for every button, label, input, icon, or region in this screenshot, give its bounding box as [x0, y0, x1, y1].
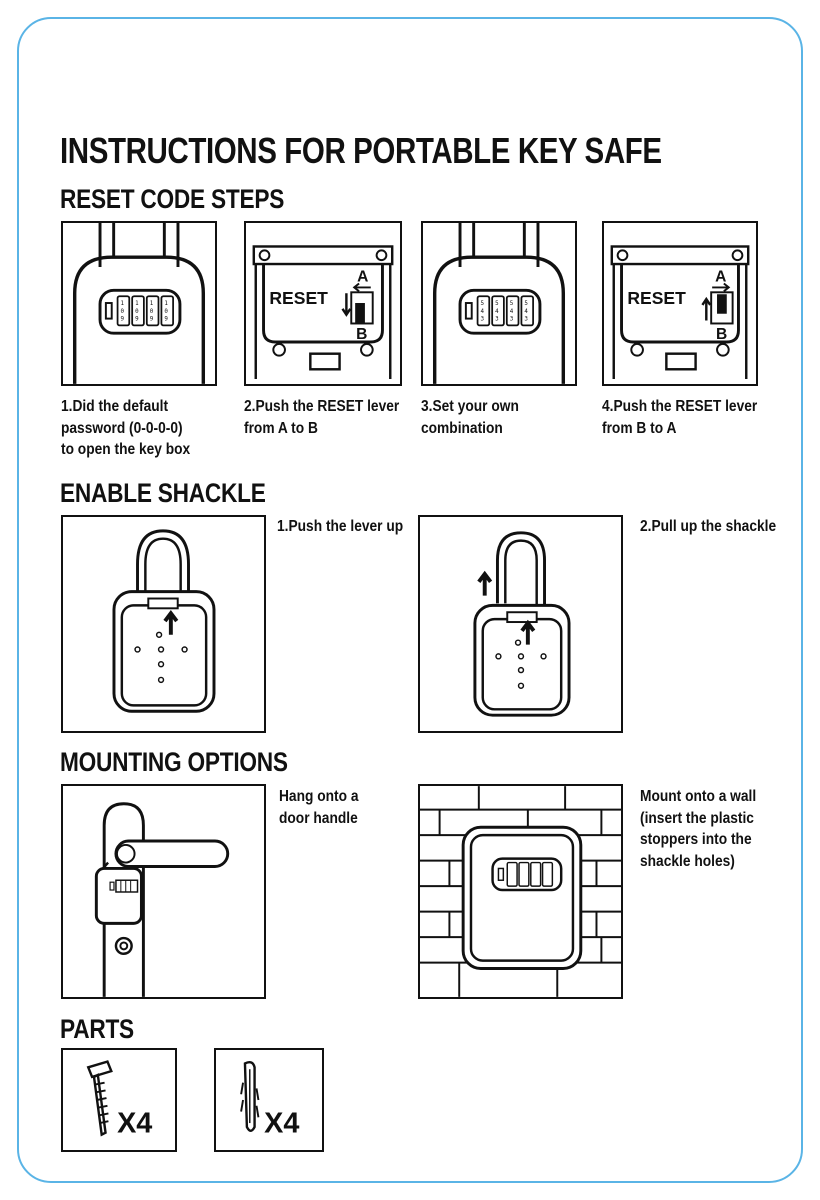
arrow-left-icon	[352, 282, 371, 293]
keysafe-dial-closeup-icon: 1 0 9 1 0 9 1 0 9 1 0 9	[72, 223, 206, 384]
shackle-step-1-illustration	[61, 515, 266, 733]
reset-step-2-illustration: RESET A B	[244, 221, 402, 386]
wall-plug-icon	[240, 1060, 260, 1132]
screw-icon	[86, 1060, 113, 1137]
arrow-up-icon	[520, 619, 536, 645]
svg-text:4: 4	[480, 309, 484, 315]
svg-text:1: 1	[164, 301, 168, 307]
mount-door-handle-caption: Hang onto a door handle	[279, 788, 359, 827]
door-handle-icon	[94, 802, 230, 997]
shackle-step-2-illustration	[418, 515, 623, 733]
padlock-open-shackle-icon	[473, 531, 571, 717]
reset-label: RESET	[627, 288, 686, 308]
arrow-up-icon	[701, 296, 712, 321]
svg-text:9: 9	[135, 317, 139, 323]
reset-label: RESET	[269, 288, 328, 308]
svg-text:5: 5	[480, 301, 484, 307]
mount-wall-illustration	[418, 784, 623, 999]
mounting-section-heading: MOUNTING OPTIONS	[60, 747, 288, 777]
svg-text:3: 3	[480, 317, 484, 323]
mount-wall-caption: Mount onto a wall (insert the plastic st…	[640, 788, 757, 870]
svg-text:3: 3	[495, 317, 499, 323]
arrow-right-icon	[712, 282, 731, 293]
svg-text:4: 4	[524, 309, 528, 315]
svg-text:4: 4	[495, 309, 499, 315]
page-frame	[17, 17, 803, 1183]
arrow-up-icon	[477, 570, 493, 596]
svg-text:4: 4	[510, 309, 514, 315]
svg-text:0: 0	[135, 309, 139, 315]
shackle-step-2-caption: 2.Pull up the shackle	[640, 518, 777, 535]
svg-text:0: 0	[120, 309, 124, 315]
parts-wall-plug-box: X4	[214, 1048, 324, 1152]
arrow-up-icon	[163, 609, 179, 635]
reset-step-1-caption: 1.Did the default password (0-0-0-0) to …	[61, 398, 191, 458]
reset-step-2-caption: 2.Push the RESET lever from A to B	[244, 398, 400, 437]
svg-text:3: 3	[524, 317, 528, 323]
reset-step-4-caption: 4.Push the RESET lever from B to A	[602, 398, 758, 437]
position-b-label: B	[356, 326, 367, 343]
parts-screw-box: X4	[61, 1048, 177, 1152]
svg-text:9: 9	[120, 317, 124, 323]
shackle-section-heading: ENABLE SHACKLE	[60, 478, 266, 508]
svg-text:5: 5	[524, 301, 528, 307]
screw-quantity: X4	[117, 1108, 152, 1140]
svg-text:1: 1	[150, 301, 154, 307]
reset-step-3-illustration: 5 4 3 5 4 3 5 4 3 5 4 3	[421, 221, 577, 386]
svg-text:5: 5	[495, 301, 499, 307]
padlock-keysafe-icon	[112, 529, 216, 713]
svg-text:9: 9	[164, 317, 168, 323]
svg-text:1: 1	[135, 301, 139, 307]
keysafe-dial-closeup-icon: 5 4 3 5 4 3 5 4 3 5 4 3	[432, 223, 566, 384]
screw-head-icon	[258, 249, 271, 262]
reset-step-1-illustration: 1 0 9 1 0 9 1 0 9 1 0 9	[61, 221, 217, 386]
position-b-label: B	[716, 326, 727, 343]
svg-text:9: 9	[150, 317, 154, 323]
brick-wall-icon	[420, 786, 621, 997]
shackle-step-1-caption: 1.Push the lever up	[277, 518, 404, 535]
svg-text:3: 3	[510, 317, 514, 323]
reset-step-3-caption: 3.Set your own combination	[421, 398, 519, 437]
mount-door-handle-illustration	[61, 784, 266, 999]
svg-text:5: 5	[510, 301, 514, 307]
svg-text:1: 1	[120, 301, 124, 307]
arrow-down-icon	[341, 293, 352, 317]
wall-plug-quantity: X4	[264, 1108, 299, 1140]
position-a-label: A	[357, 269, 368, 286]
parts-section-heading: PARTS	[60, 1014, 134, 1044]
position-a-label: A	[715, 269, 726, 286]
svg-text:0: 0	[150, 309, 154, 315]
svg-text:0: 0	[164, 309, 168, 315]
reset-step-4-illustration: RESET A B	[602, 221, 758, 386]
reset-section-heading: RESET CODE STEPS	[60, 184, 285, 214]
page-title: INSTRUCTIONS FOR PORTABLE KEY SAFE	[60, 130, 662, 171]
